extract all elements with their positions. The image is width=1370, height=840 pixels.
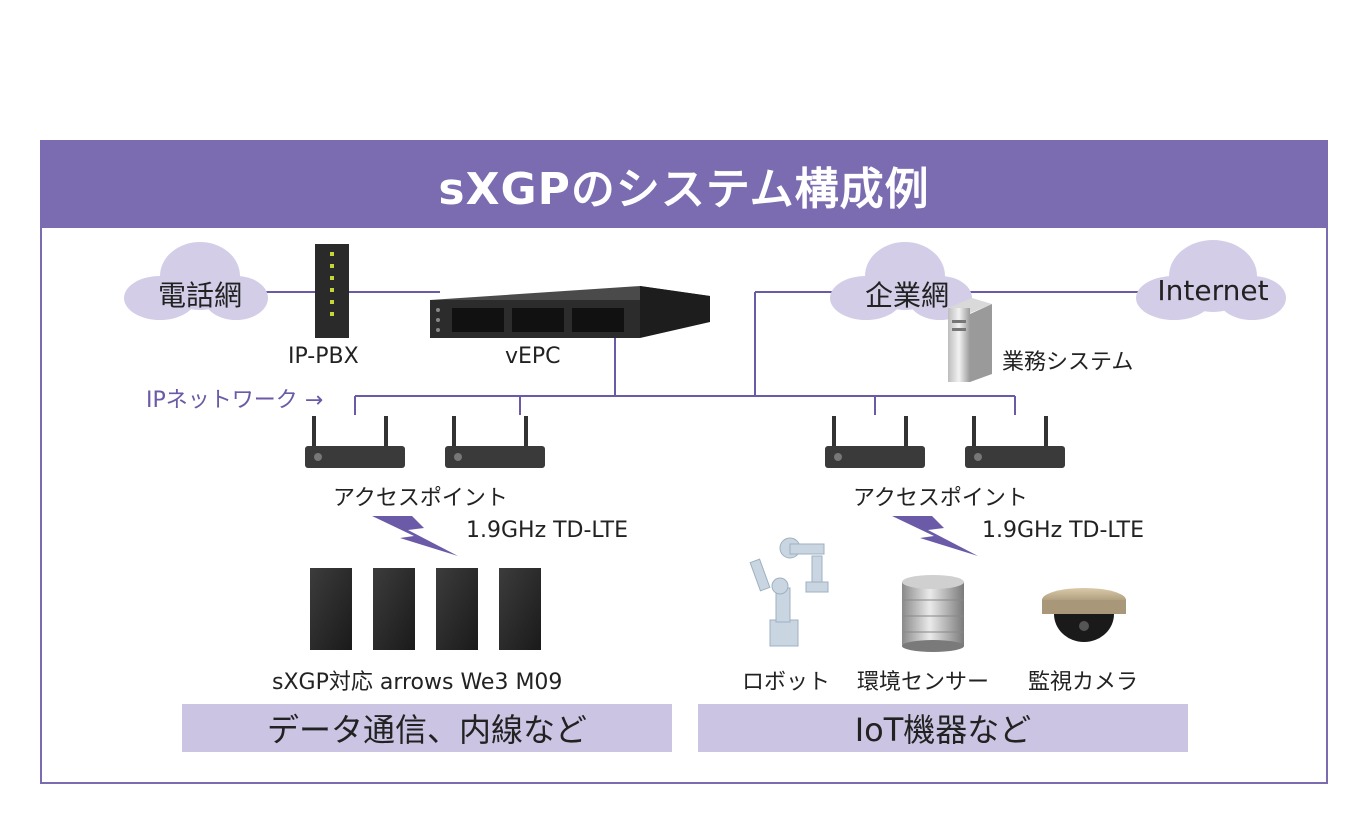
wireless-signal-icon xyxy=(372,516,458,556)
internet-label: Internet xyxy=(1157,274,1269,307)
robot-label: ロボット xyxy=(742,670,831,695)
telephone-network-label: 電話網 xyxy=(157,279,242,312)
diagram-title: sXGPのシステム構成例 xyxy=(438,164,930,215)
wireless-signal-icon xyxy=(892,516,978,556)
smartphone-icon xyxy=(436,568,478,650)
access-point-icon xyxy=(825,416,925,468)
left-category-label: データ通信、内線など xyxy=(266,711,587,749)
cloud-internet xyxy=(1136,240,1286,320)
right-category-label: IoT機器など xyxy=(854,711,1032,749)
cloud-telephone xyxy=(124,242,268,320)
robot-arm-icon xyxy=(749,537,829,647)
ippbx-label: IP-PBX xyxy=(288,344,359,369)
left-category-box: データ通信、内線など xyxy=(182,704,672,752)
environment-sensor-icon xyxy=(902,575,964,652)
network-lines xyxy=(262,291,1150,415)
enterprise-network-label: 企業網 xyxy=(864,279,949,312)
access-point-icon xyxy=(965,416,1065,468)
business-system-label: 業務システム xyxy=(1002,350,1134,375)
sensor-label: 環境センサー xyxy=(857,670,990,695)
access-point-icon xyxy=(305,416,405,468)
vepc-server-icon xyxy=(430,286,710,338)
diagram-frame: sXGPのシステム構成例 xyxy=(40,140,1328,784)
phones-label: sXGP対応 arrows We3 M09 xyxy=(272,670,563,695)
surveillance-camera-icon xyxy=(1042,588,1126,642)
title-bar: sXGPのシステム構成例 xyxy=(42,142,1326,228)
right-access-point-label: アクセスポイント xyxy=(853,486,1028,511)
ip-network-label: IPネットワーク → xyxy=(146,388,324,413)
right-frequency-label: 1.9GHz TD-LTE xyxy=(982,518,1145,543)
business-server-icon xyxy=(948,298,992,382)
ippbx-icon xyxy=(315,244,349,338)
camera-label: 監視カメラ xyxy=(1028,670,1139,695)
smartphone-icon xyxy=(373,568,415,650)
left-frequency-label: 1.9GHz TD-LTE xyxy=(466,518,629,543)
smartphone-icon xyxy=(499,568,541,650)
access-point-icon xyxy=(445,416,545,468)
smartphone-icon xyxy=(310,568,352,650)
left-access-point-label: アクセスポイント xyxy=(333,486,508,511)
vepc-label: vEPC xyxy=(505,344,561,369)
right-category-box: IoT機器など xyxy=(698,704,1188,752)
